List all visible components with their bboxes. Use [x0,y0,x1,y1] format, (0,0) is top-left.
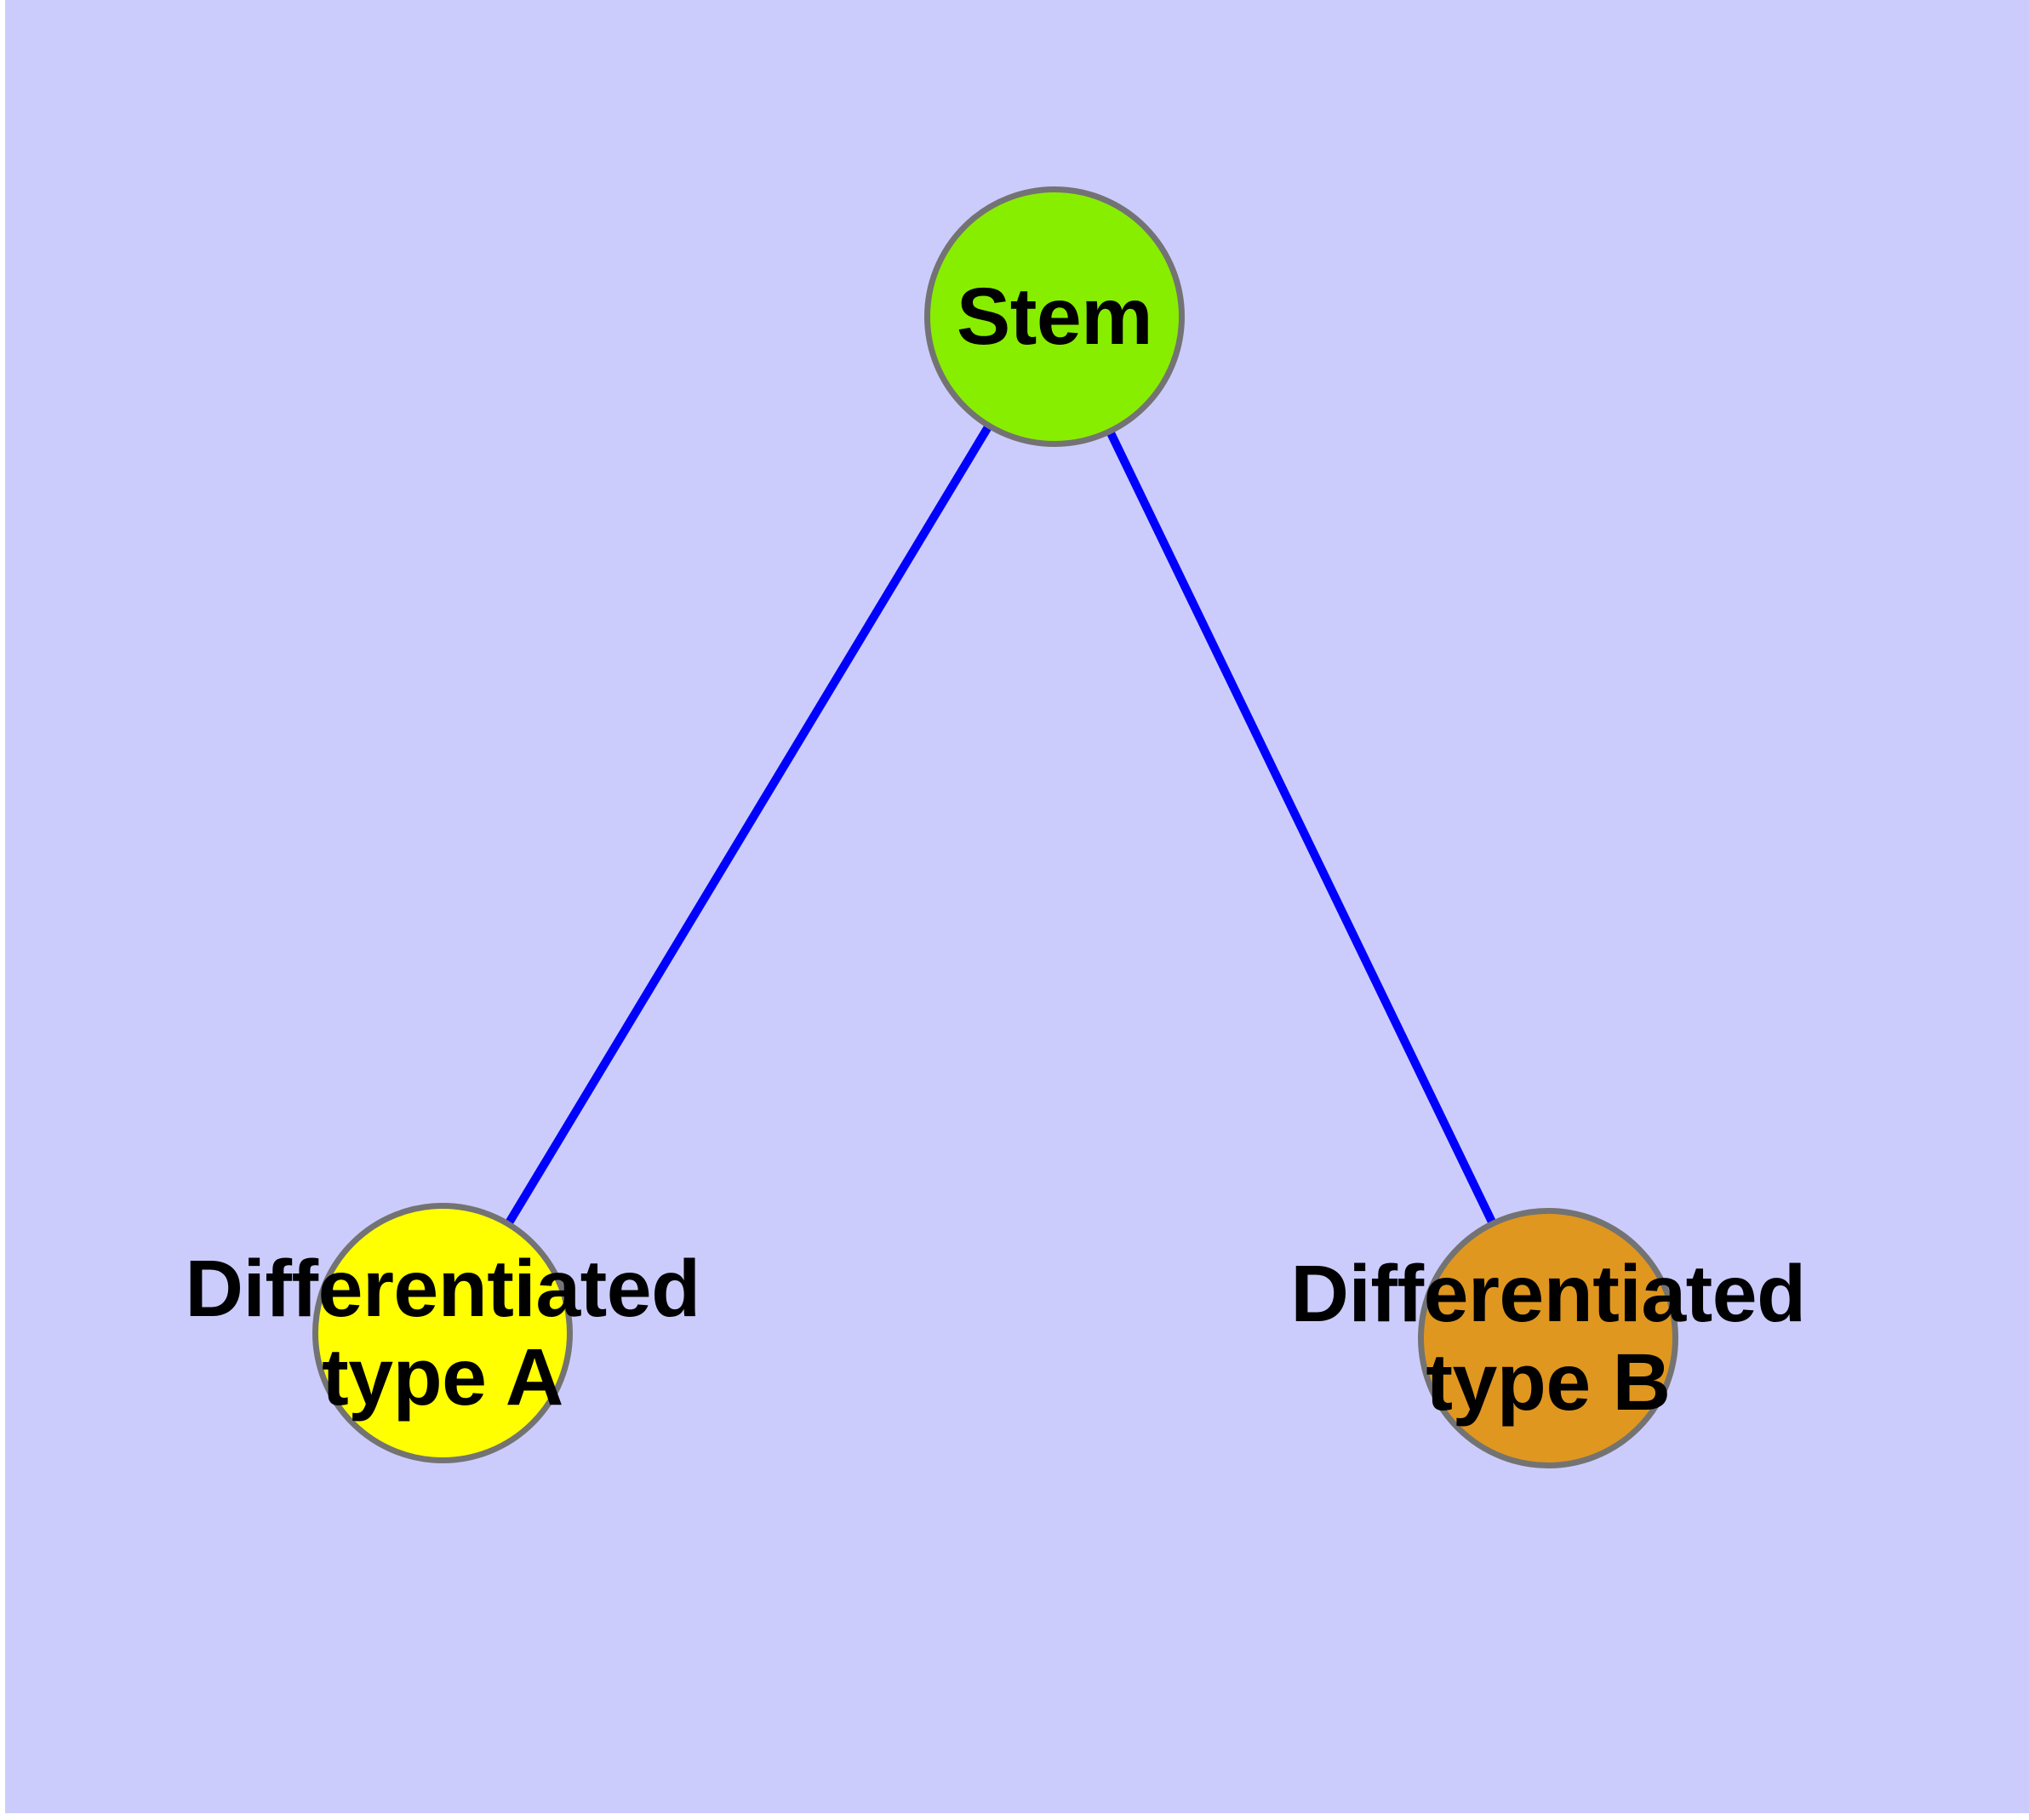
node-label-line: type A [322,1332,563,1422]
edge-stem-diff-a[interactable] [504,423,993,1227]
node-label-line: Differentiated [185,1244,700,1334]
node-label-line: Stem [956,272,1153,362]
node-layer [312,186,1678,1468]
edge-stem-diff-b[interactable] [1106,428,1497,1227]
node-label-line: type B [1426,1337,1671,1428]
node-diff_a[interactable] [312,1203,573,1463]
node-diff_b[interactable] [1418,1208,1678,1468]
edge-layer [504,423,1497,1227]
node-label-stem: Stem [956,272,1153,362]
node-stem[interactable] [924,186,1185,447]
node-label-line: Differentiated [1290,1249,1806,1339]
